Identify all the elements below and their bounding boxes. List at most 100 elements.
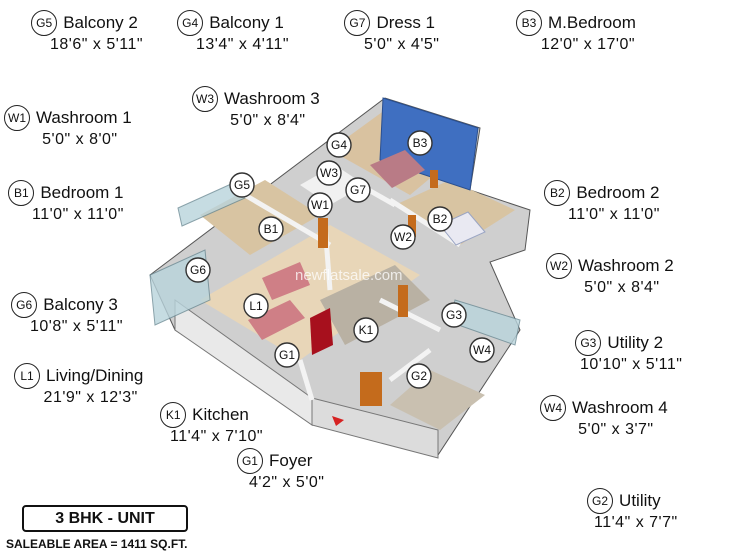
room-code-badge: G7 xyxy=(344,10,371,36)
room-name: Balcony 3 xyxy=(43,295,118,314)
room-dimensions: 11'4" x 7'7" xyxy=(594,514,678,531)
room-name: M.Bedroom xyxy=(548,13,636,32)
room-code-badge: G4 xyxy=(177,10,204,36)
room-name: Kitchen xyxy=(192,405,249,424)
legend-entry-g1: G1 Foyer 4'2" x 5'0" xyxy=(225,448,324,492)
plan-badge-g6: G6 xyxy=(185,257,211,283)
room-name: Washroom 1 xyxy=(36,108,132,127)
plan-badge-w3: W3 xyxy=(316,160,342,186)
plan-badge-label: B1 xyxy=(264,222,279,236)
plan-badge-label: G3 xyxy=(446,308,462,322)
room-code-badge: L1 xyxy=(14,363,40,389)
legend-entry-b3: B3 M.Bedroom 12'0" x 17'0" xyxy=(516,10,636,54)
plan-badge-w1: W1 xyxy=(307,192,333,218)
room-dimensions: 11'0" x 11'0" xyxy=(32,206,124,223)
room-code-badge: W1 xyxy=(4,105,30,131)
room-dimensions: 21'9" x 12'3" xyxy=(43,389,138,406)
room-dimensions: 5'0" x 3'7" xyxy=(578,421,654,438)
bedroom1-floor xyxy=(200,180,320,255)
plan-badge-b1: B1 xyxy=(258,216,284,242)
room-name: Balcony 2 xyxy=(63,13,138,32)
plan-badge-k1: K1 xyxy=(353,317,379,343)
plan-badge-g7: G7 xyxy=(345,177,371,203)
saleable-area: SALEABLE AREA = 1411 SQ.FT. xyxy=(6,537,188,551)
room-dimensions: 4'2" x 5'0" xyxy=(249,474,325,491)
plan-badge-label: G6 xyxy=(190,263,206,277)
legend-entry-w1: W1 Washroom 1 5'0" x 8'0" xyxy=(4,105,132,149)
doors xyxy=(318,170,438,406)
balcony-2-rail xyxy=(177,179,246,227)
room-name: Utility 2 xyxy=(607,333,664,352)
room-name: Living/Dining xyxy=(46,366,144,385)
plan-badge-b2: B2 xyxy=(427,206,453,232)
plan-badge-g4: G4 xyxy=(326,132,352,158)
room-code-badge: B3 xyxy=(516,10,542,36)
legend-entry-g3: G3 Utility 2 10'10" x 5'11" xyxy=(556,330,682,374)
legend-entry-g5: G5 Balcony 2 18'6" x 5'11" xyxy=(26,10,143,54)
room-code-badge: G3 xyxy=(575,330,602,356)
legend-entry-g7: G7 Dress 1 5'0" x 4'5" xyxy=(340,10,439,54)
room-dimensions: 12'0" x 17'0" xyxy=(540,36,636,53)
room-name: Washroom 3 xyxy=(224,89,320,108)
room-name: Foyer xyxy=(268,451,313,470)
room-dimensions: 13'4" x 4'11" xyxy=(196,36,290,53)
room-code-badge: K1 xyxy=(160,402,187,428)
plan-badge-label: G5 xyxy=(234,178,250,192)
room-name: Washroom 4 xyxy=(572,398,668,417)
room-name: Washroom 2 xyxy=(578,256,674,275)
legend-entry-l1: L1 Living/Dining 21'9" x 12'3" xyxy=(14,363,143,407)
room-name: Dress 1 xyxy=(376,13,436,32)
room-code-badge: W3 xyxy=(192,86,218,112)
room-name: Bedroom 1 xyxy=(40,183,124,202)
room-code-badge: B1 xyxy=(8,180,35,206)
plan-badge-label: B2 xyxy=(433,212,448,226)
room-dimensions: 5'0" x 8'4" xyxy=(230,112,306,129)
room-code-badge: G2 xyxy=(587,488,614,514)
room-code-badge: G1 xyxy=(236,448,263,474)
plan-badge-label: G4 xyxy=(331,138,347,152)
plan-badge-g2: G2 xyxy=(406,363,432,389)
room-code-badge: G5 xyxy=(31,10,58,36)
room-dimensions: 10'10" x 5'11" xyxy=(580,356,683,373)
room-dimensions: 10'8" x 5'11" xyxy=(30,318,124,335)
plan-badge-w2: W2 xyxy=(390,224,416,250)
room-dimensions: 18'6" x 5'11" xyxy=(50,36,144,53)
legend-entry-b1: B1 Bedroom 1 11'0" x 11'0" xyxy=(8,180,124,224)
plan-badge-label: G7 xyxy=(350,183,366,197)
plan-badge-l1: L1 xyxy=(243,293,269,319)
room-dimensions: 11'4" x 7'10" xyxy=(170,428,264,445)
plan-badge-label: W4 xyxy=(473,343,491,357)
plan-badge-label: W1 xyxy=(311,198,329,212)
plan-badge-label: G2 xyxy=(411,369,427,383)
plan-badge-label: G1 xyxy=(279,348,295,362)
entry-arrow-icon xyxy=(332,416,344,426)
unit-type-label: 3 BHK - UNIT xyxy=(22,505,188,532)
legend-entry-w3: W3 Washroom 3 5'0" x 8'4" xyxy=(192,86,320,130)
plan-badge-label: B3 xyxy=(413,136,428,150)
plan-badge-g5: G5 xyxy=(229,172,255,198)
master-bed xyxy=(370,150,425,188)
plan-badge-label: K1 xyxy=(359,323,374,337)
sofa-2 xyxy=(262,262,310,300)
room-name: Bedroom 2 xyxy=(576,183,660,202)
legend-entry-g4: G4 Balcony 1 13'4" x 4'11" xyxy=(172,10,289,54)
room-dimensions: 5'0" x 8'4" xyxy=(584,279,660,296)
plan-badge-label: W2 xyxy=(394,230,412,244)
room-dimensions: 5'0" x 4'5" xyxy=(364,36,440,53)
legend-entry-k1: K1 Kitchen 11'4" x 7'10" xyxy=(146,402,263,446)
kitchen-red-wall xyxy=(310,308,333,355)
bedroom2-floor xyxy=(395,180,515,245)
sofa xyxy=(248,300,305,340)
room-dimensions: 5'0" x 8'0" xyxy=(42,131,118,148)
room-code-badge: B2 xyxy=(544,180,571,206)
plan-badge-g3: G3 xyxy=(441,302,467,328)
room-dimensions: 11'0" x 11'0" xyxy=(568,206,660,223)
plan-badge-label: L1 xyxy=(249,299,263,313)
room-name: Balcony 1 xyxy=(209,13,284,32)
